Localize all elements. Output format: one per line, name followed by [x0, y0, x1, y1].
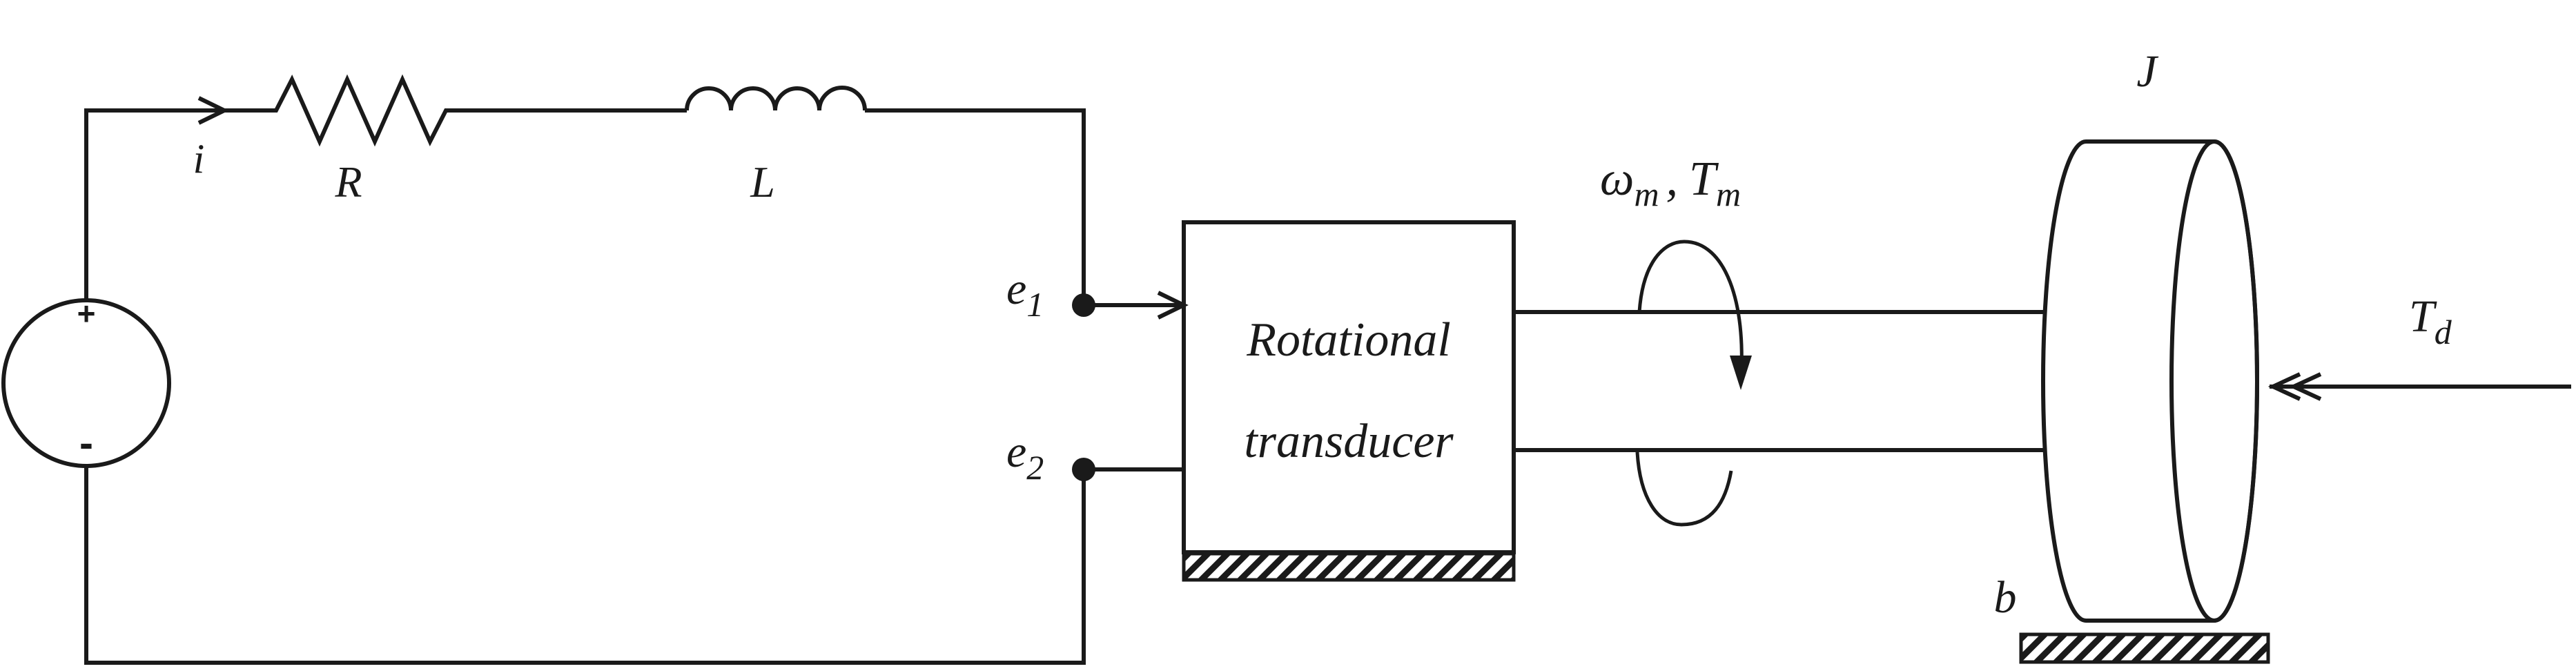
inductor: L — [685, 86, 867, 206]
terminal-e1: e1 — [1006, 264, 1189, 324]
terminal-e2: e2 — [1006, 427, 1184, 487]
transducer-label-line2: transducer — [1244, 415, 1454, 468]
terminal-e2-label: e2 — [1006, 427, 1044, 487]
inertia-disk: J — [2041, 46, 2259, 623]
disturbance-torque-label: Td — [2409, 291, 2452, 351]
rotational-transducer-block: Rotational transducer — [1182, 220, 1516, 554]
circuit-wires — [84, 108, 1086, 665]
resistor-label: R — [334, 157, 362, 206]
source-plus-sign: + — [77, 295, 96, 331]
transducer-label-line1: Rotational — [1246, 313, 1451, 367]
source-minus-sign: - — [79, 420, 93, 466]
shaft — [1514, 310, 2045, 452]
disk-ground-hatch — [2019, 632, 2270, 664]
inertia-label: J — [2136, 46, 2158, 97]
terminal-e1-label: e1 — [1006, 264, 1044, 324]
voltage-source: + - — [1, 295, 171, 468]
current-label: i — [193, 136, 205, 182]
rotation-arrow — [1635, 240, 1752, 527]
shaft-speed-torque-label: ωm,Tm — [1600, 153, 1741, 213]
resistor: R — [224, 74, 687, 206]
damping-label: b — [1994, 572, 2017, 623]
disturbance-torque-arrow: Td — [2267, 291, 2571, 401]
transducer-ground-hatch — [1182, 552, 1516, 582]
inductor-label: L — [750, 157, 775, 206]
